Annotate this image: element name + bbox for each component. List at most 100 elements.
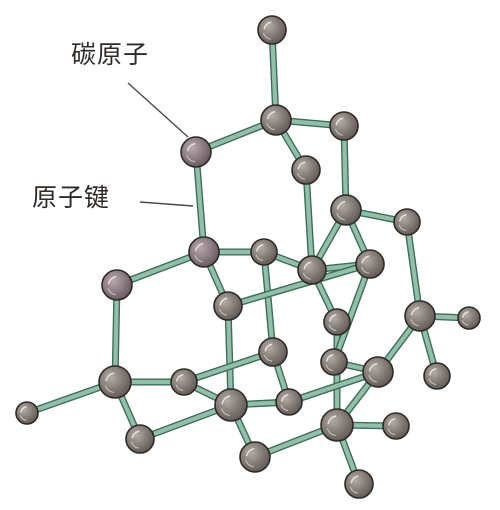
atom-highlight — [329, 314, 337, 322]
atom-layer — [15, 15, 481, 499]
atom-shade-mark — [303, 272, 312, 280]
atom-sphere — [125, 424, 155, 454]
atom-highlight — [368, 362, 378, 372]
atom-highlight — [399, 214, 407, 222]
atom-highlight — [107, 275, 117, 285]
carbon-atom — [423, 362, 451, 390]
atom-highlight — [462, 311, 469, 318]
atom-sphere — [258, 337, 288, 367]
carbon-atom — [213, 291, 243, 321]
atom-highlight — [186, 142, 196, 152]
atom-sphere — [170, 368, 198, 396]
atom-shade-mark — [387, 428, 396, 435]
carbon-atom — [101, 269, 133, 301]
atom-sphere — [213, 291, 243, 321]
carbon-atom — [404, 300, 436, 332]
carbon-atom — [393, 208, 421, 236]
atom-shade-mark — [335, 128, 344, 136]
atom-sphere — [382, 412, 410, 440]
atom-shade-mark — [326, 428, 336, 436]
atom-highlight — [326, 354, 334, 362]
carbon-atom — [214, 388, 248, 422]
pointer-lines — [127, 82, 194, 207]
carbon-atom — [323, 308, 351, 336]
carbon-atom — [15, 401, 39, 425]
carbon-atom — [98, 365, 132, 399]
carbon-atom — [170, 368, 198, 396]
atom-sphere — [329, 111, 359, 141]
atom-sphere — [257, 15, 287, 45]
atom-highlight — [410, 306, 420, 316]
bond — [302, 166, 316, 274]
atom-sphere — [291, 155, 321, 185]
atom-highlight — [350, 475, 359, 484]
bond — [180, 348, 277, 386]
atom-sphere — [355, 249, 385, 279]
carbon-atom — [250, 238, 278, 266]
carbon-atom — [457, 306, 481, 330]
carbon-atom — [344, 469, 374, 499]
carbon-atom — [355, 249, 385, 279]
atom-highlight — [303, 261, 312, 270]
atom-shade-mark — [280, 404, 289, 411]
atom-highlight — [266, 110, 276, 120]
atom-highlight — [335, 117, 344, 126]
bond-label-pointer — [139, 201, 194, 207]
carbon-atom — [382, 412, 410, 440]
atom-highlight — [194, 242, 204, 252]
atom-shade-mark — [186, 155, 196, 163]
bond — [260, 248, 277, 356]
atom-sphere — [275, 388, 303, 416]
atom-highlight — [327, 415, 337, 425]
atom-sphere — [344, 469, 374, 499]
atom-shade-mark — [264, 354, 273, 362]
carbon-atom-label: 碳原子 — [71, 40, 150, 69]
carbon-atom — [239, 441, 271, 473]
atom-highlight — [297, 161, 306, 170]
atom-shade-mark — [220, 408, 230, 416]
atom-shade-mark — [219, 308, 228, 316]
atom-highlight — [219, 297, 228, 306]
atom-highlight — [429, 368, 437, 376]
carbon-atom — [320, 348, 348, 376]
atom-sphere — [323, 308, 351, 336]
atom-shade-mark — [361, 266, 370, 274]
atom-sphere — [320, 348, 348, 376]
atom-shade-mark — [131, 441, 140, 449]
atom-highlight — [361, 255, 370, 264]
atom-highlight — [281, 394, 289, 402]
atom-shade-mark — [19, 415, 27, 421]
bond — [224, 260, 374, 310]
atom-highlight — [221, 395, 231, 405]
carbon-atom — [297, 255, 327, 285]
atom-shade-mark — [410, 319, 420, 327]
atom-highlight — [245, 447, 255, 457]
atom-sphere — [260, 104, 292, 136]
atomic-bond-label: 原子键 — [32, 183, 111, 212]
atom-sphere — [404, 300, 436, 332]
atom-shade-mark — [398, 224, 407, 231]
atom-shade-mark — [107, 288, 117, 296]
atom-shade-mark — [194, 255, 204, 263]
atom-shade-mark — [263, 32, 272, 40]
atom-highlight — [131, 430, 140, 439]
atom-sphere — [297, 255, 327, 285]
bond — [403, 218, 424, 320]
atom-highlight — [264, 343, 273, 352]
atom-shade-mark — [368, 375, 378, 383]
atom-shade-mark — [104, 385, 114, 393]
atom-label-pointer — [127, 82, 189, 138]
atom-shade-mark — [428, 378, 437, 385]
bond — [192, 148, 208, 256]
bond-core — [261, 249, 276, 355]
atom-shade-mark — [336, 213, 346, 221]
carbon-atom — [329, 111, 359, 141]
atom-shade-mark — [175, 384, 184, 391]
carbon-atom — [362, 356, 394, 388]
atom-sphere — [188, 236, 220, 268]
atom-highlight — [20, 406, 27, 413]
atom-sphere — [239, 441, 271, 473]
bond-core — [331, 261, 373, 365]
